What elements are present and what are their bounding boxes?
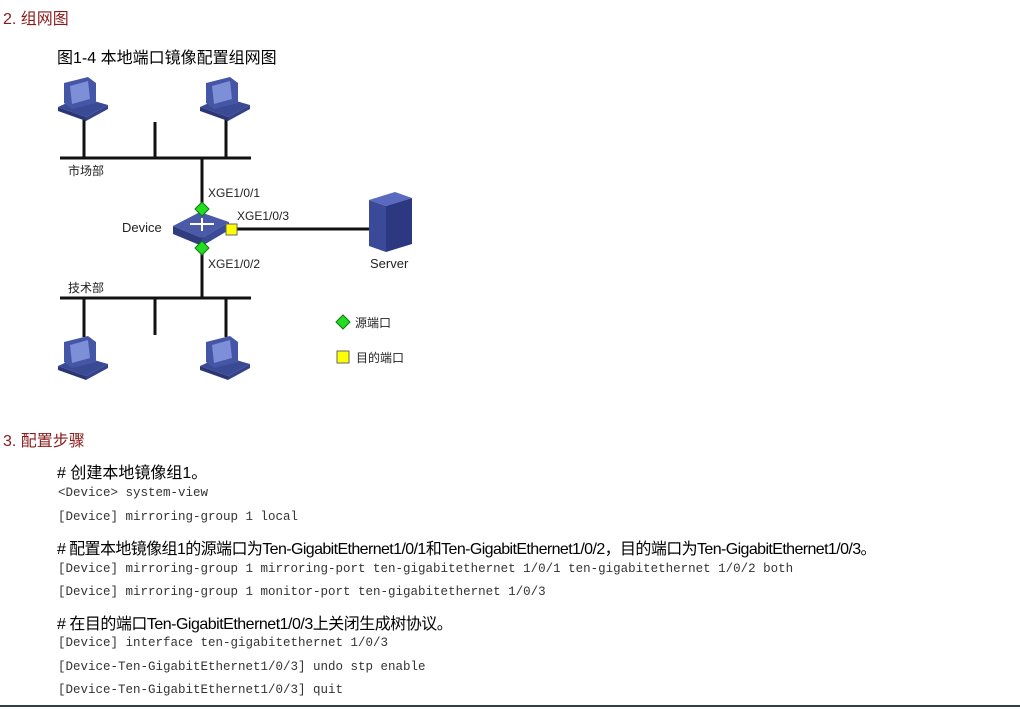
code-line: [Device-Ten-GigabitEthernet1/0/3] quit	[58, 683, 344, 697]
code-line: [Device] interface ten-gigabitethernet 1…	[58, 636, 389, 650]
port-label-3: XGE1/0/3	[237, 209, 289, 223]
source-port-marker	[194, 201, 210, 217]
lan-label-market: 市场部	[68, 163, 104, 178]
server-icon	[369, 192, 412, 252]
device-label: Device	[122, 220, 162, 235]
network-lines	[60, 118, 370, 337]
figure-caption: 图1-4 本地端口镜像配置组网图	[57, 50, 277, 67]
code-line: [Device-Ten-GigabitEthernet1/0/3] undo s…	[58, 660, 426, 674]
code-line: [Device] mirroring-group 1 mirroring-por…	[58, 562, 794, 576]
computer-icon	[200, 77, 250, 121]
legend-source-label: 源端口	[355, 316, 391, 330]
code-line: <Device> system-view	[58, 486, 209, 500]
port-label-1: XGE1/0/1	[208, 186, 260, 200]
step-comment: # 创建本地镜像组1。	[57, 465, 208, 482]
legend-source-icon	[335, 314, 351, 330]
network-diagram: 市场部 技术部 XGE1/0/1 XGE1/0/3 XGE1/0/2 Devic…	[58, 77, 412, 380]
bottom-divider	[0, 705, 1020, 707]
code-line: [Device] mirroring-group 1 monitor-port …	[58, 585, 546, 599]
section-heading-topology: 2. 组网图	[3, 11, 69, 28]
computer-icon	[58, 77, 108, 121]
computer-icon	[58, 336, 108, 380]
section-heading-steps: 3. 配置步骤	[3, 433, 85, 450]
legend-dest-label: 目的端口	[356, 350, 404, 365]
port-label-2: XGE1/0/2	[208, 257, 260, 271]
dest-port-marker	[225, 223, 238, 236]
switch-icon	[173, 212, 229, 246]
legend-dest-icon	[336, 350, 350, 364]
step-comment: # 在目的端口Ten-GigabitEthernet1/0/3上关闭生成树协议。	[57, 616, 453, 633]
step-comment: # 配置本地镜像组1的源端口为Ten-GigabitEthernet1/0/1和…	[57, 541, 877, 558]
source-port-marker	[194, 240, 210, 256]
server-label: Server	[370, 256, 409, 271]
computer-icon	[200, 336, 250, 380]
code-line: [Device] mirroring-group 1 local	[58, 510, 299, 524]
lan-label-tech: 技术部	[68, 280, 104, 295]
